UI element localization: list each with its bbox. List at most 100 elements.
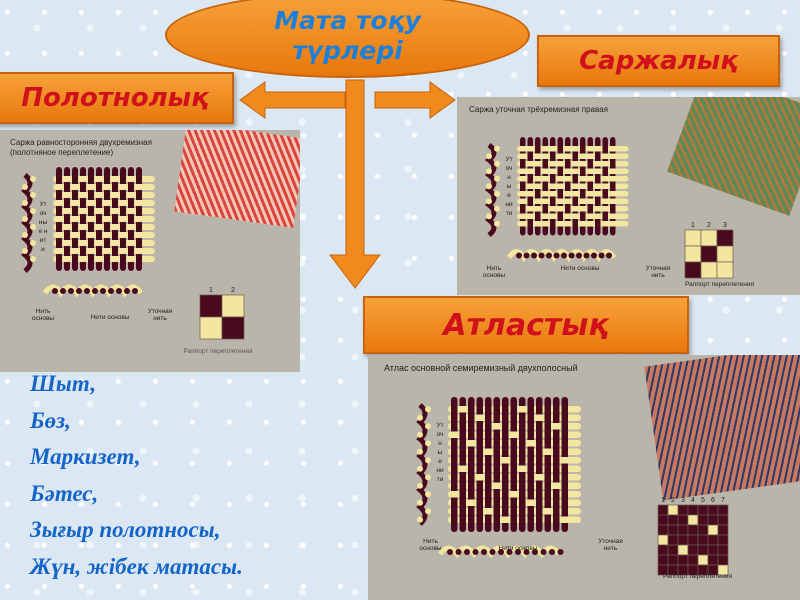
twill-weave-diagram: Саржа уточная трёхремизная правая Нить о… (457, 97, 800, 295)
warp-over-cell (493, 498, 500, 507)
warp-over-cell (561, 430, 568, 439)
warp-over-cell (96, 247, 102, 255)
warp-over-cell (561, 490, 568, 499)
warp-over-cell (610, 205, 616, 213)
weft-section (30, 240, 36, 246)
warp-over-cell (519, 515, 526, 524)
rapport-cell (221, 294, 245, 318)
rapport-cell (716, 245, 734, 263)
warp-over-cell (557, 190, 563, 198)
rapport-cell (657, 534, 669, 546)
warp-over-cell (459, 473, 466, 482)
rapport-col-label: 4 (691, 497, 695, 504)
rapport-cell (717, 544, 729, 556)
weft-section (417, 516, 423, 523)
warp-over-cell (544, 422, 551, 431)
rapport-cell (687, 514, 699, 526)
warp-section (538, 252, 545, 259)
warp-over-cell (536, 422, 543, 431)
warp-over-cell (587, 182, 593, 190)
rapport-cell (687, 524, 699, 536)
warp-over-cell (120, 255, 126, 263)
warp-section (52, 288, 58, 294)
warp-over-cell (544, 405, 551, 414)
warp-over-cell (544, 430, 551, 439)
rapport-col-label: 6 (711, 497, 715, 504)
rapport-cell (677, 514, 689, 526)
warp-over-cell (527, 430, 534, 439)
warp-over-cell (451, 447, 458, 456)
warp-over-cell (476, 405, 483, 414)
warp-over-cell (535, 145, 541, 153)
rapport-col-label: 3 (723, 222, 727, 229)
warp-over-cell (561, 481, 568, 490)
warp-over-cell (485, 464, 492, 473)
warp-over-cell (536, 490, 543, 499)
warp-over-cell (572, 152, 578, 160)
warp-over-cell (476, 447, 483, 456)
warp-over-cell (493, 515, 500, 524)
warp-section (583, 252, 590, 259)
weft-thread (517, 146, 629, 152)
warp-over-cell (128, 231, 134, 239)
rapport-cell (657, 514, 669, 526)
rapport-cell (700, 245, 718, 263)
warp-over-cell (520, 205, 526, 213)
warp-section (498, 549, 504, 555)
rapport-cell (684, 245, 702, 263)
rapport-cell (667, 514, 679, 526)
warp-over-cell (502, 405, 509, 414)
warp-over-cell (510, 456, 517, 465)
warp-over-cell (468, 481, 475, 490)
warp-over-cell (510, 481, 517, 490)
warp-over-cell (485, 430, 492, 439)
warp-over-cell (544, 413, 551, 422)
warp-over-cell (510, 413, 517, 422)
rapport-cell (700, 261, 718, 279)
warp-over-cell (493, 456, 500, 465)
warp-over-cell (542, 160, 548, 168)
warp-over-cell (56, 175, 62, 183)
warp-over-cell (136, 255, 142, 263)
rapport-cell (717, 504, 729, 516)
warp-section (76, 288, 82, 294)
warp-over-cell (535, 167, 541, 175)
warp-section (68, 288, 74, 294)
arrow-right-icon (374, 81, 456, 119)
warp-over-cell (120, 223, 126, 231)
warp-over-cell (459, 515, 466, 524)
warp-over-cell (72, 207, 78, 215)
warp-over-cell (602, 145, 608, 153)
warp-over-cell (64, 247, 70, 255)
rapport-cell (199, 316, 223, 340)
warp-over-cell (128, 247, 134, 255)
warp-section (561, 252, 567, 259)
warp-over-cell (587, 160, 593, 168)
warp-over-cell (519, 507, 526, 516)
warp-over-cell (510, 422, 517, 431)
banner-satin: Атластық (363, 296, 689, 354)
weft-section (425, 406, 431, 413)
warp-over-cell (96, 215, 102, 223)
warp-section (481, 549, 487, 555)
warp-over-cell (493, 413, 500, 422)
weft-section (425, 508, 431, 515)
warp-over-cell (502, 473, 509, 482)
rapport-cell (677, 534, 689, 546)
warp-section (124, 288, 130, 294)
warp-over-cell (468, 507, 475, 516)
weft-section (425, 440, 431, 447)
warp-section (549, 549, 555, 555)
warp-over-cell (519, 473, 526, 482)
warp-over-cell (476, 515, 483, 524)
warp-over-cell (536, 507, 543, 516)
warp-over-cell (476, 439, 483, 448)
weft-section (486, 213, 492, 220)
warp-over-cell (459, 507, 466, 516)
warp-over-cell (493, 430, 500, 439)
rapport-col-label: 1 (691, 222, 695, 229)
warp-over-cell (519, 430, 526, 439)
